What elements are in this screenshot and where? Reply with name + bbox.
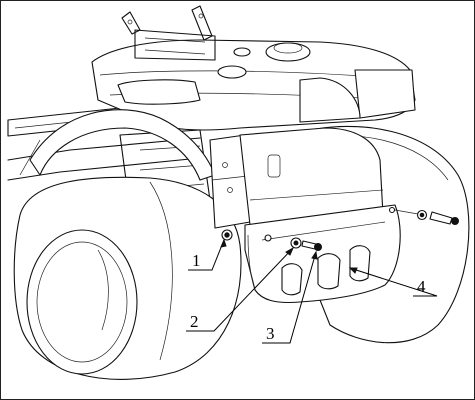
leader-line-4: [349, 267, 438, 297]
part-1-nut: [221, 229, 233, 241]
right-side-hardware: [388, 206, 459, 225]
part-2-washer: [264, 234, 302, 249]
leader-line-3: [262, 251, 317, 344]
part-3-bolt: [301, 240, 322, 251]
left-wheel: [13, 176, 242, 380]
left-fender: [29, 109, 216, 181]
arrowhead-3: [311, 250, 318, 260]
arrowhead-2: [285, 246, 295, 256]
callout-label-1: 1: [192, 251, 201, 270]
callout-label-3: 3: [266, 324, 275, 343]
arrowhead-4: [348, 267, 358, 274]
rear-body-housing: [91, 5, 416, 131]
leader-line-1: [188, 239, 225, 271]
leader-line-2: [186, 247, 294, 332]
callout-label-2: 2: [190, 312, 199, 331]
callout-label-4: 4: [417, 277, 426, 296]
arrowhead-1: [220, 238, 227, 248]
rear-bracket: [209, 127, 384, 229]
